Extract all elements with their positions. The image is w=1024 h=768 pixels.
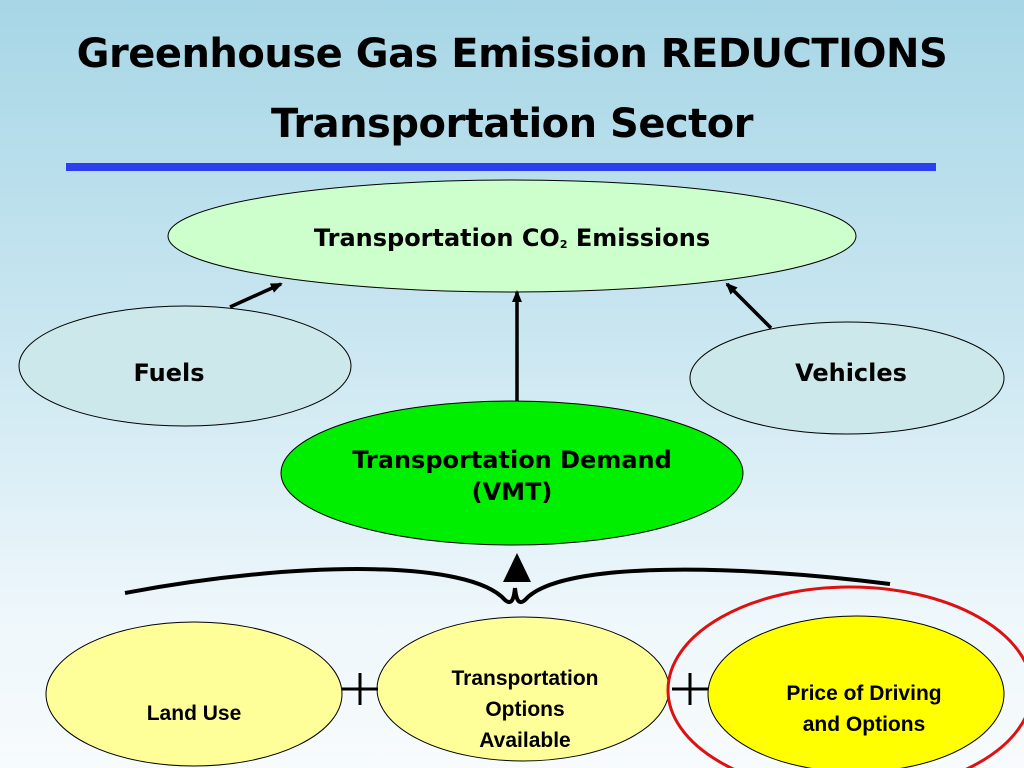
plus-sign-2 — [672, 673, 708, 705]
demand-label: Transportation Demand (VMT) — [281, 444, 743, 508]
demand-node — [280, 400, 744, 546]
page-subtitle: Transportation Sector — [270, 101, 754, 147]
price-label-line1: Price of Driving — [786, 682, 942, 705]
emissions-label-text: Transportation CO — [313, 224, 560, 252]
emissions-label: Transportation CO2 Emissions — [168, 222, 856, 259]
grouping-brace — [124, 567, 891, 605]
emissions-label-suffix: Emissions — [567, 224, 711, 252]
plus-sign-1 — [342, 673, 378, 705]
price-label-line2: and Options — [802, 713, 926, 736]
vehicles-label: Vehicles — [795, 359, 907, 387]
options-label-line1: Transportation — [451, 667, 599, 690]
land-use-node — [45, 621, 343, 767]
fuels-label: Fuels — [133, 359, 205, 387]
land-use-label: Land Use — [146, 702, 242, 725]
price-label: Price of Driving and Options — [714, 678, 1014, 740]
brace-arrowhead — [503, 553, 531, 582]
vehicles-node — [689, 321, 1005, 435]
emissions-subscript: 2 — [559, 238, 568, 251]
title-underline — [66, 163, 936, 171]
options-label: Transportation Options Available — [375, 663, 675, 756]
options-label-line3: Available — [479, 729, 571, 752]
price-node — [707, 615, 1005, 768]
options-label-line2: Options — [485, 698, 565, 721]
demand-label-line1: Transportation Demand — [352, 446, 672, 474]
fuels-node — [18, 305, 352, 427]
page-title: Greenhouse Gas Emission REDUCTIONS — [76, 31, 948, 77]
demand-label-line2: (VMT) — [471, 478, 553, 506]
arrow-fuels-to-emissions — [229, 282, 283, 309]
price-highlight-ring — [666, 585, 1024, 768]
arrow-vehicles-to-emissions — [725, 282, 773, 330]
